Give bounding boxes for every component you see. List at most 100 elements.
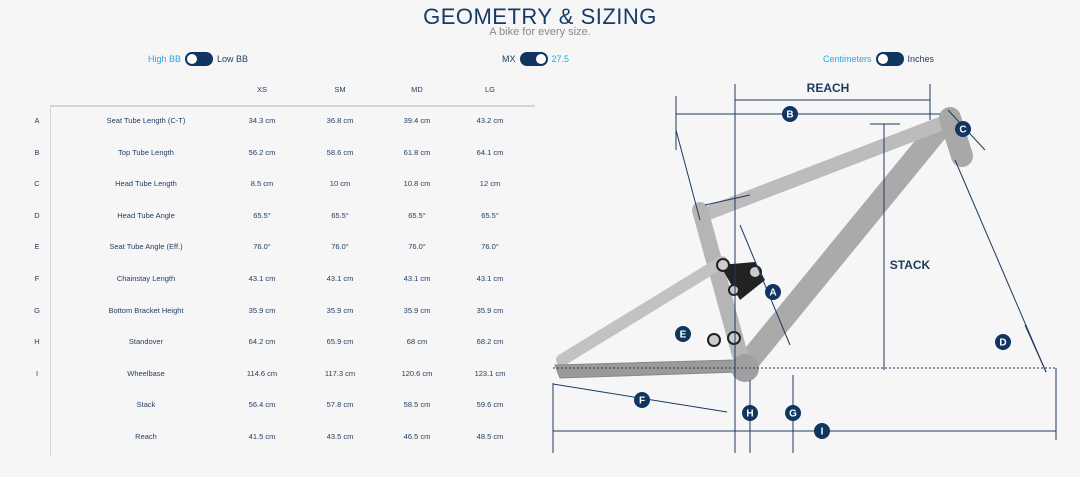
row-value: 39.4 cm [403,116,431,125]
row-value: 12 cm [479,179,501,189]
row-value: 58.5 cm [403,400,431,410]
marker-e-label: E [680,330,687,341]
row-value: 35.9 cm [476,305,504,315]
wheel-switch[interactable] [519,52,548,66]
marker-a-circle [765,284,781,300]
table-row: A Seat Tube Length (C-T) 34.3 cm 36.8 cm 39.… [0,116,540,128]
table-divider [50,105,535,107]
row-value: 64.1 cm [476,147,504,157]
row-value: 41.5 cm [248,432,276,441]
high-bb-label[interactable]: High BB [148,54,182,64]
row-value: 43.1 cm [326,274,354,283]
row-value: 65.5° [253,210,271,220]
low-bb-label[interactable]: Low BB [217,54,249,64]
row-value: 56.4 cm [248,400,276,410]
units-toggle[interactable]: Centimeters Inches [823,52,934,66]
row-letter: E [34,242,40,252]
row-value: 57.8 cm [326,400,354,410]
inches-label[interactable]: Inches [907,54,935,64]
row-value: 36.8 cm [326,116,354,125]
marker-i-circle [814,423,830,439]
marker-a-label: A [769,288,776,299]
row-value: 46.5 cm [403,432,431,441]
row-name: Standover [128,337,164,347]
row-value: 65.5° [481,210,499,220]
27-5-label[interactable]: 27.5 [551,54,570,64]
size-header-md: MD [411,85,423,94]
row-name: Bottom Bracket Height [108,305,184,315]
row-value: 10.8 cm [403,179,431,189]
row-name: Reach [135,432,157,441]
row-letter: A [34,116,40,125]
marker-b-circle [782,106,798,122]
table-row: Reach 41.5 cm 43.5 cm 46.5 cm 48.5 cm [0,432,540,444]
row-letter: F [34,274,40,283]
row-value: 117.3 cm [324,368,356,378]
reach-label: REACH [807,81,850,95]
units-switch[interactable] [875,52,904,66]
centimeters-label[interactable]: Centimeters [823,54,872,64]
marker-c-label: C [959,125,966,136]
marker-i-label: I [821,427,824,438]
row-value: 58.6 cm [326,147,354,157]
row-name: Stack [136,400,156,410]
marker-d-label: D [999,338,1006,349]
row-value: 35.9 cm [248,305,276,315]
row-value: 34.3 cm [248,116,276,125]
row-value: 43.1 cm [476,274,504,283]
wheel-toggle[interactable]: MX 27.5 [502,52,569,66]
stack-label: STACK [890,258,931,272]
row-letter: B [34,147,40,157]
row-value: 10 cm [329,179,351,189]
row-name: Top Tube Length [118,147,174,157]
marker-f-circle [634,392,650,408]
row-value: 43.2 cm [476,116,504,125]
row-name: Seat Tube Angle (Eff.) [109,242,183,252]
row-letter: C [34,179,40,189]
row-value: 48.5 cm [476,432,504,441]
marker-e-circle [675,326,691,342]
row-letter: I [35,368,39,378]
row-value: 76.0° [481,242,499,252]
row-value: 43.1 cm [248,274,276,283]
row-name: Wheelbase [127,368,165,378]
row-value: 120.6 cm [401,368,433,378]
row-value: 123.1 cm [474,368,506,378]
bb-toggle[interactable]: High BB Low BB [148,52,248,66]
size-header-sm: SM [334,85,346,94]
row-name: Head Tube Length [115,179,177,189]
row-name: Seat Tube Length (C-T) [106,116,186,125]
marker-f-label: F [639,396,645,407]
mx-label[interactable]: MX [502,54,516,64]
row-value: 114.6 cm [246,368,278,378]
row-value: 65.5° [408,210,426,220]
marker-h-circle [742,405,758,421]
page-subtitle: A bike for every size. [489,26,591,38]
row-value: 43.5 cm [326,432,354,441]
row-value: 68.2 cm [476,337,504,347]
marker-h-label: H [746,409,753,420]
bike-frame [554,107,973,382]
row-value: 35.9 cm [326,305,354,315]
row-value: 35.9 cm [403,305,431,315]
row-value: 64.2 cm [248,337,276,347]
size-header-lg: LG [484,85,495,94]
dimension-lines [552,84,1057,453]
row-value: 76.0° [331,242,349,252]
marker-g-circle [785,405,801,421]
row-value: 43.1 cm [403,274,431,283]
row-value: 8.5 cm [250,179,274,189]
row-name: Head Tube Angle [117,210,175,220]
table-divider-vertical [50,105,51,455]
row-value: 65.5° [331,210,349,220]
row-value: 65.9 cm [326,337,354,347]
bb-switch[interactable] [185,52,214,66]
size-header-xs: XS [256,85,267,94]
